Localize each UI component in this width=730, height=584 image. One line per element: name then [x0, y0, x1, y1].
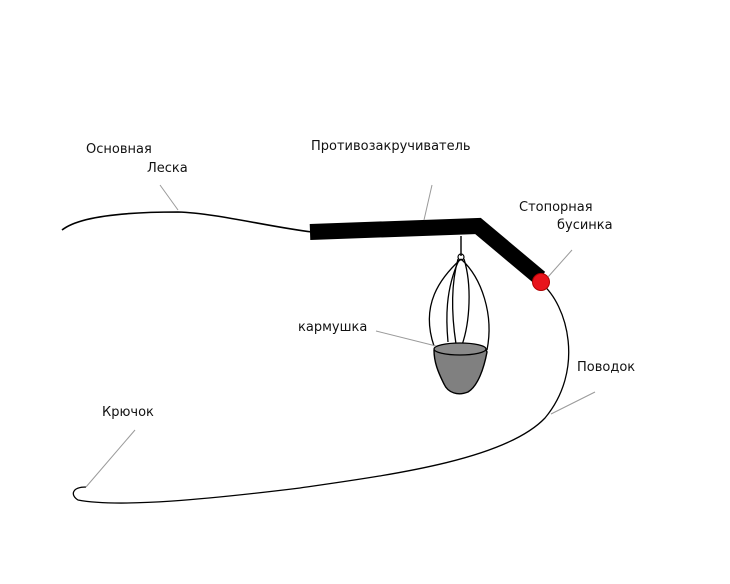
label-main-line-1: Основная: [86, 142, 152, 157]
label-main-line-2: Леска: [147, 161, 188, 176]
pointer-feeder: [375, 330, 437, 347]
pointer-main-line: [159, 184, 179, 211]
stopper-bead: [532, 273, 550, 291]
leader-line: [72, 282, 570, 504]
label-leader: Поводок: [577, 360, 636, 375]
label-stopper-2: бусинка: [557, 218, 613, 233]
main-line: [61, 211, 313, 233]
anti-twist-tube: [309, 217, 546, 285]
label-feeder: кармушка: [298, 320, 368, 335]
feeder-cup-rim: [433, 342, 487, 356]
pointer-hook: [85, 429, 136, 488]
pointer-lines: [85, 184, 596, 488]
label-swivel: Противозакручиватель: [311, 139, 471, 154]
pointer-swivel: [423, 184, 433, 221]
pointer-leader: [550, 391, 596, 415]
pointer-stopper: [547, 249, 573, 278]
label-hook: Крючок: [102, 405, 154, 420]
feeder-cage: [428, 258, 490, 351]
label-stopper-1: Стопорная: [519, 200, 593, 215]
feeder-ring: [457, 253, 465, 261]
